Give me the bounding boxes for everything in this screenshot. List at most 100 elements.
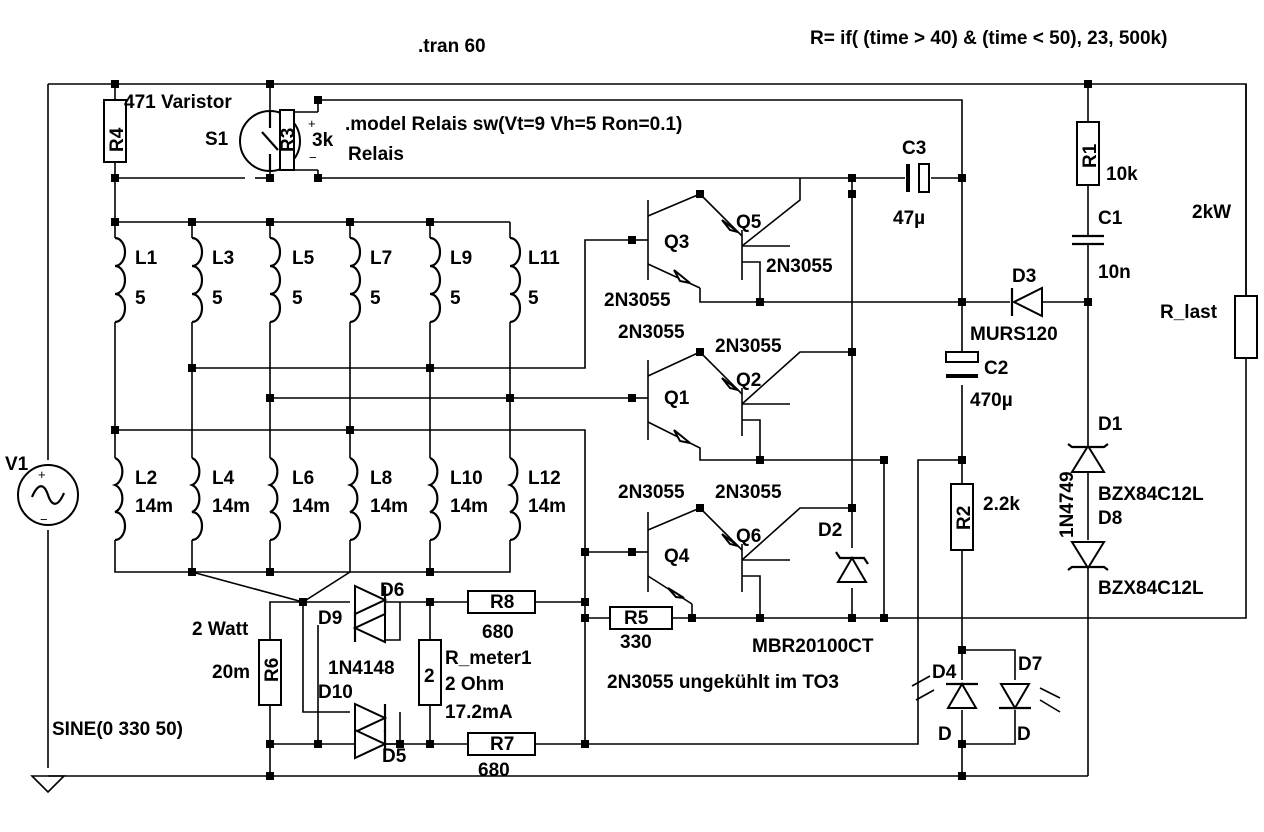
label-v1: V1 <box>5 454 29 475</box>
value-l7: 5 <box>370 288 381 309</box>
value-l5: 5 <box>292 288 303 309</box>
value-l2: 14m <box>135 496 173 517</box>
label-r7: R7 <box>490 734 514 755</box>
label-d9: D9 <box>318 608 342 629</box>
label-q5: Q5 <box>736 212 762 233</box>
capacitors <box>906 163 1104 378</box>
label-r2-name: R2 <box>954 506 975 530</box>
value-l12: 14m <box>528 496 566 517</box>
voltage-source-v1: + − <box>17 464 79 527</box>
value-l11: 5 <box>528 288 539 309</box>
value-c3: 47µ <box>893 208 925 229</box>
label-d7: D7 <box>1018 654 1042 675</box>
value-l8: 14m <box>370 496 408 517</box>
label-r5: R5 <box>624 608 649 629</box>
label-l2: L2 <box>135 468 157 489</box>
resistor-r6 <box>258 639 282 706</box>
label-l9: L9 <box>450 248 472 269</box>
relay-switch-s1: + − <box>239 100 319 178</box>
label-r3-name: R3 <box>278 128 299 152</box>
value-r2: 2.2k <box>983 494 1020 515</box>
label-c1: C1 <box>1098 208 1123 229</box>
label-d10: D10 <box>318 682 353 703</box>
label-d2: D2 <box>818 520 842 541</box>
inductor-row-top <box>114 236 522 324</box>
value-c2: 470µ <box>970 390 1013 411</box>
resistor-r5 <box>609 606 673 630</box>
sine-label: SINE(0 330 50) <box>52 719 183 740</box>
inductor-row-bottom <box>111 456 522 542</box>
label-r3-value: 3k <box>312 130 334 151</box>
component-labels: V1 471 Varistor R4 S1 R3 3k L1 L3 L5 L7 … <box>5 92 1218 781</box>
label-d4: D4 <box>932 662 957 683</box>
label-q6: Q6 <box>736 526 761 547</box>
label-r-meter: 2 <box>424 666 435 687</box>
value-r1: 10k <box>1106 164 1138 185</box>
r-expression: R= if( (time > 40) & (time < 50), 23, 50… <box>810 28 1167 49</box>
svg-text:+: + <box>308 116 316 131</box>
resistor-r-meter <box>418 639 442 706</box>
capacitor-c3 <box>906 163 930 193</box>
model-q1: 2N3055 <box>618 322 685 343</box>
junction-dots <box>111 80 1092 780</box>
label-d8: D8 <box>1098 508 1122 529</box>
power-label: 2kW <box>1192 202 1231 223</box>
label-l1: L1 <box>135 248 158 269</box>
label-r4: 471 Varistor <box>124 92 232 113</box>
value-r7: 680 <box>478 760 510 781</box>
model-d1: BZX84C12L <box>1098 484 1204 505</box>
label-l11: L11 <box>528 248 560 269</box>
label-c2: C2 <box>984 358 1008 379</box>
label-r-last: R_last <box>1160 302 1218 323</box>
label-q1: Q1 <box>664 388 690 409</box>
label-l12: L12 <box>528 468 561 489</box>
ground-symbol <box>30 775 66 794</box>
label-zener-side: 1N4749 <box>1057 471 1078 538</box>
tran-directive: .tran 60 <box>418 36 486 57</box>
label-d1: D1 <box>1098 414 1123 435</box>
value-l10: 14m <box>450 496 488 517</box>
resistor-r1 <box>1076 121 1100 186</box>
label-l10: L10 <box>450 468 483 489</box>
model-directive: .model Relais sw(Vt=9 Vh=5 Ron=0.1) <box>345 114 682 135</box>
resistor-r2 <box>950 483 974 551</box>
value-l4: 14m <box>212 496 250 517</box>
name-r-meter: R_meter1 <box>445 648 532 669</box>
label-l3: L3 <box>212 248 234 269</box>
label-l6: L6 <box>292 468 314 489</box>
label-d5: D5 <box>382 746 407 767</box>
value-l6: 14m <box>292 496 330 517</box>
label-s1: S1 <box>205 129 229 150</box>
label-r1: R1 <box>1080 143 1101 168</box>
diodes <box>352 286 1109 760</box>
value-r-meter: 2 Ohm <box>445 674 504 695</box>
label-c3: C3 <box>902 138 926 159</box>
model-d2: MBR20100CT <box>752 636 874 657</box>
label-q4: Q4 <box>664 546 690 567</box>
label-r4-name: R4 <box>107 127 128 152</box>
model-q6: 2N3055 <box>715 482 782 503</box>
svg-text:−: − <box>309 150 317 165</box>
resistors <box>103 99 1258 756</box>
svg-text:+: + <box>38 467 46 482</box>
model-subtitle: Relais <box>348 144 404 165</box>
svg-text:−: − <box>40 512 48 527</box>
label-d3: D3 <box>1012 266 1036 287</box>
model-q3: 2N3055 <box>604 290 671 311</box>
value-r5: 330 <box>620 632 652 653</box>
model-d7: D <box>1017 724 1031 745</box>
model-d8: BZX84C12L <box>1098 578 1204 599</box>
label-d6: D6 <box>380 580 404 601</box>
note-label: 2N3055 ungekühlt im TO3 <box>607 672 839 693</box>
model-bridge: 1N4148 <box>328 658 395 679</box>
current-r-meter: 17.2mA <box>445 702 513 723</box>
value-l9: 5 <box>450 288 461 309</box>
label-l7: L7 <box>370 248 392 269</box>
capacitor-c1 <box>1072 234 1104 246</box>
resistor-r-last <box>1234 295 1258 359</box>
resistor-r4 <box>103 99 127 163</box>
value-l1: 5 <box>135 288 146 309</box>
transistor-arrows <box>667 219 739 599</box>
capacitor-c2 <box>945 351 979 378</box>
